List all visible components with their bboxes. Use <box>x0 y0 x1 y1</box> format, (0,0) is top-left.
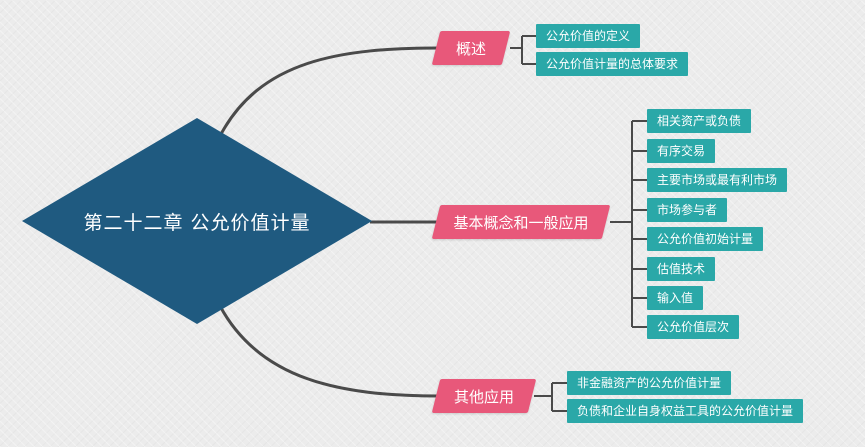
bracket-other <box>534 382 567 412</box>
leaf-inputs[interactable]: 输入值 <box>647 286 704 310</box>
leaf-non-financial-assets[interactable]: 非金融资产的公允价值计量 <box>567 371 732 395</box>
leaf-fair-value-hierarchy[interactable]: 公允价值层次 <box>647 315 740 339</box>
leaf-principal-market[interactable]: 主要市场或最有利市场 <box>647 168 788 192</box>
bracket-basic <box>610 120 647 328</box>
branch-other-applications-label: 其他应用 <box>453 387 514 406</box>
branch-overview[interactable]: 概述 <box>431 31 511 65</box>
leaf-initial-measurement[interactable]: 公允价值初始计量 <box>647 227 764 251</box>
branch-basic-concepts[interactable]: 基本概念和一般应用 <box>431 205 611 239</box>
leaf-liabilities-equity[interactable]: 负债和企业自身权益工具的公允价值计量 <box>567 399 804 423</box>
leaf-fair-value-definition[interactable]: 公允价值的定义 <box>536 24 641 48</box>
leaf-asset-liability[interactable]: 相关资产或负债 <box>647 109 752 133</box>
leaf-general-requirements[interactable]: 公允价值计量的总体要求 <box>536 52 689 76</box>
branch-other-applications[interactable]: 其他应用 <box>431 379 537 413</box>
branch-overview-label: 概述 <box>455 39 486 58</box>
leaf-orderly-transaction[interactable]: 有序交易 <box>647 139 716 163</box>
branch-basic-concepts-label: 基本概念和一般应用 <box>453 213 589 232</box>
root-topic[interactable]: 第二十二章 公允价值计量 <box>22 118 372 324</box>
connector-root-overview <box>218 46 441 137</box>
leaf-valuation-techniques[interactable]: 估值技术 <box>647 257 716 281</box>
bracket-overview <box>510 35 536 65</box>
connector-root-other <box>218 305 441 398</box>
root-topic-label: 第二十二章 公允价值计量 <box>83 211 311 234</box>
root-diamond-shape <box>22 118 372 324</box>
leaf-market-participants[interactable]: 市场参与者 <box>647 198 728 222</box>
